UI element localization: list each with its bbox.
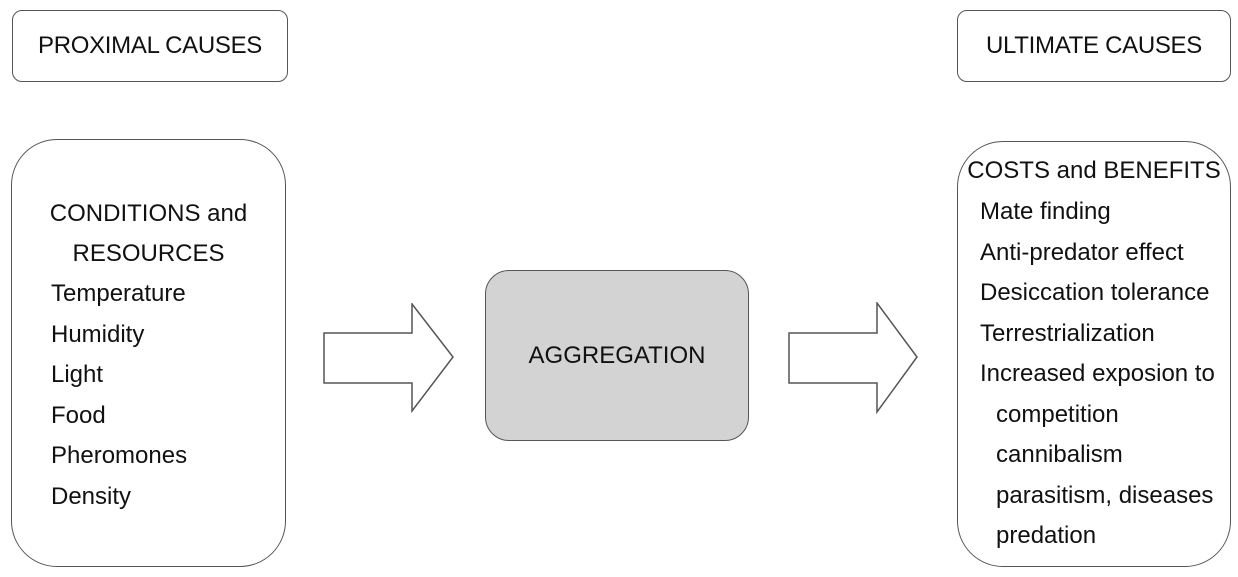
conditions-resources-box: CONDITIONS and RESOURCES <box>11 139 286 567</box>
proximal-causes-label: PROXIMAL CAUSES <box>37 32 262 59</box>
conditions-title-line1: CONDITIONS and <box>49 200 248 227</box>
costs-benefits-list: Mate finding Anti-predator effect Desicc… <box>980 192 1215 557</box>
cost-benefit-item: Mate finding <box>980 198 1111 225</box>
costs-benefits-title: COSTS and BENEFITS <box>967 157 1221 184</box>
cost-benefit-subitem: cannibalism <box>996 441 1123 468</box>
conditions-resources-title: CONDITIONS and RESOURCES <box>12 194 285 274</box>
cost-benefit-subitem: parasitism, diseases <box>996 481 1214 509</box>
condition-item: Temperature <box>51 280 186 307</box>
right-arrow-icon <box>788 302 918 414</box>
cost-benefit-item: Increased exposion to <box>980 360 1215 387</box>
aggregation-box: AGGREGATION <box>485 270 749 441</box>
right-arrow-icon <box>323 303 454 413</box>
costs-benefits-box <box>957 141 1231 567</box>
condition-item: Pheromones <box>51 442 188 469</box>
condition-item: Food <box>51 401 106 429</box>
cost-benefit-subitem: predation <box>996 522 1097 549</box>
cost-benefit-item: Terrestrialization <box>980 319 1155 347</box>
cost-benefit-item: Desiccation tolerance <box>980 279 1210 306</box>
ultimate-causes-header: ULTIMATE CAUSES <box>957 10 1231 82</box>
conditions-list: Temperature Humidity Light Food Pheromon… <box>51 274 187 517</box>
condition-item: Light <box>51 361 104 388</box>
proximal-causes-header: PROXIMAL CAUSES <box>12 10 288 82</box>
cost-benefit-item: Anti-predator effect <box>980 238 1184 266</box>
ultimate-causes-label: ULTIMATE CAUSES <box>986 32 1202 59</box>
cost-benefit-subitem: competition <box>996 400 1119 428</box>
conditions-title-line2: RESOURCES <box>72 240 225 267</box>
condition-item: Density <box>51 482 132 510</box>
aggregation-label: AGGREGATION <box>528 341 706 369</box>
condition-item: Humidity <box>51 320 145 348</box>
